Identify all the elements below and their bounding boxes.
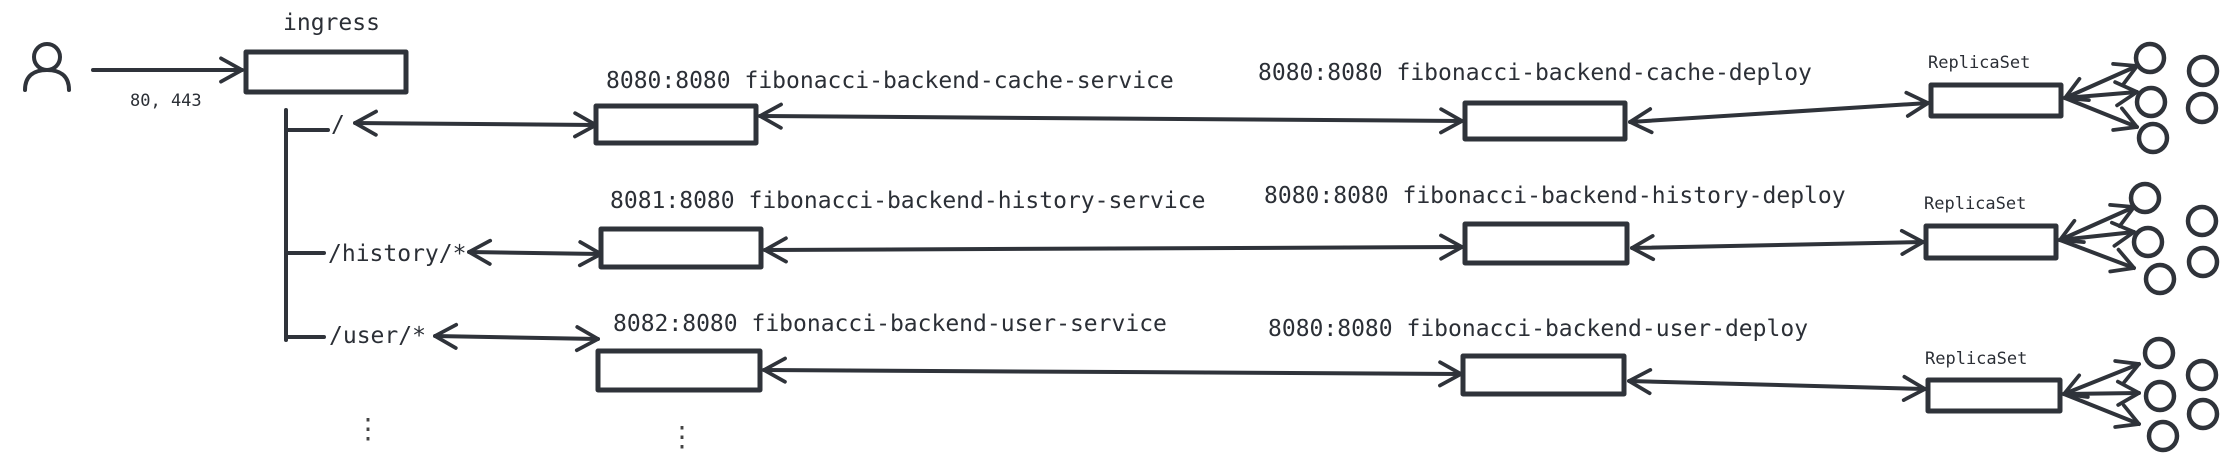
pod-icon [2143, 379, 2177, 413]
pod-icon [2146, 419, 2180, 453]
replicaset-label: ReplicaSet [1925, 349, 2027, 369]
pod-icon [2185, 204, 2219, 238]
route-arrow [467, 238, 603, 268]
service-to-deploy-arrow [758, 102, 1464, 135]
replicaset-label: ReplicaSet [1928, 53, 2030, 73]
replicaset-box [1925, 377, 2063, 414]
service-to-deploy-arrow [762, 356, 1463, 388]
deploy-label: 8080:8080 fibonacci-backend-cache-deploy [1258, 60, 1812, 86]
pod-icon [2185, 358, 2219, 392]
replicaset-label: ReplicaSet [1924, 194, 2026, 214]
route-row-history: /history/* 8081:8080 fibonacci-backend-h… [328, 181, 2220, 296]
pod-group [2058, 181, 2220, 296]
route-arrow [433, 322, 600, 353]
replicaset-box [1928, 82, 2064, 119]
deploy-box [1462, 100, 1628, 142]
route-arrow [353, 109, 598, 139]
service-box [595, 348, 763, 393]
service-label: 8081:8080 fibonacci-backend-history-serv… [610, 188, 1205, 214]
ingress-ports-label: 80, 443 [130, 91, 202, 111]
pod-icon [2133, 41, 2167, 75]
pod-icon [2186, 54, 2220, 88]
more-routes-ellipsis: ⋮ [354, 412, 382, 445]
ingress-title: ingress [283, 10, 380, 36]
service-to-deploy-arrow [763, 233, 1464, 264]
pod-group [2063, 41, 2220, 155]
pod-icon [2134, 85, 2168, 119]
pod-icon [2186, 245, 2220, 279]
more-services-ellipsis: ⋮ [668, 420, 696, 453]
pod-icon [2131, 225, 2165, 259]
deploy-to-replicaset-arrow [1627, 368, 1927, 402]
route-row-user: /user/* 8082:8080 fibonacci-backend-user… [329, 311, 2220, 453]
pod-icon [2128, 181, 2162, 215]
pod-icon [2136, 121, 2170, 155]
deploy-label: 8080:8080 fibonacci-backend-user-deploy [1268, 316, 1808, 342]
deploy-box [1462, 221, 1630, 266]
pod-icon [2143, 262, 2177, 296]
route-tree [284, 108, 330, 342]
deploy-box [1460, 353, 1627, 397]
route-row-cache: / 8080:8080 fibonacci-backend-cache-serv… [331, 41, 2220, 155]
pod-icon [2186, 397, 2220, 431]
replicaset-box [1923, 223, 2059, 261]
service-box [593, 103, 759, 146]
deploy-to-replicaset-arrow [1628, 90, 1930, 135]
pod-icon [2142, 336, 2176, 370]
pod-group [2062, 336, 2220, 453]
service-label: 8080:8080 fibonacci-backend-cache-servic… [606, 68, 1174, 94]
ingress-box [243, 49, 409, 95]
route-path-label: /user/* [329, 323, 426, 349]
pod-icon [2185, 91, 2219, 125]
deploy-to-replicaset-arrow [1630, 228, 1925, 262]
user-icon [23, 42, 71, 92]
service-box [598, 226, 764, 270]
route-path-label: /history/* [328, 241, 466, 267]
service-label: 8082:8080 fibonacci-backend-user-service [613, 311, 1167, 337]
deploy-label: 8080:8080 fibonacci-backend-history-depl… [1264, 183, 1846, 209]
route-path-label: / [331, 112, 345, 138]
